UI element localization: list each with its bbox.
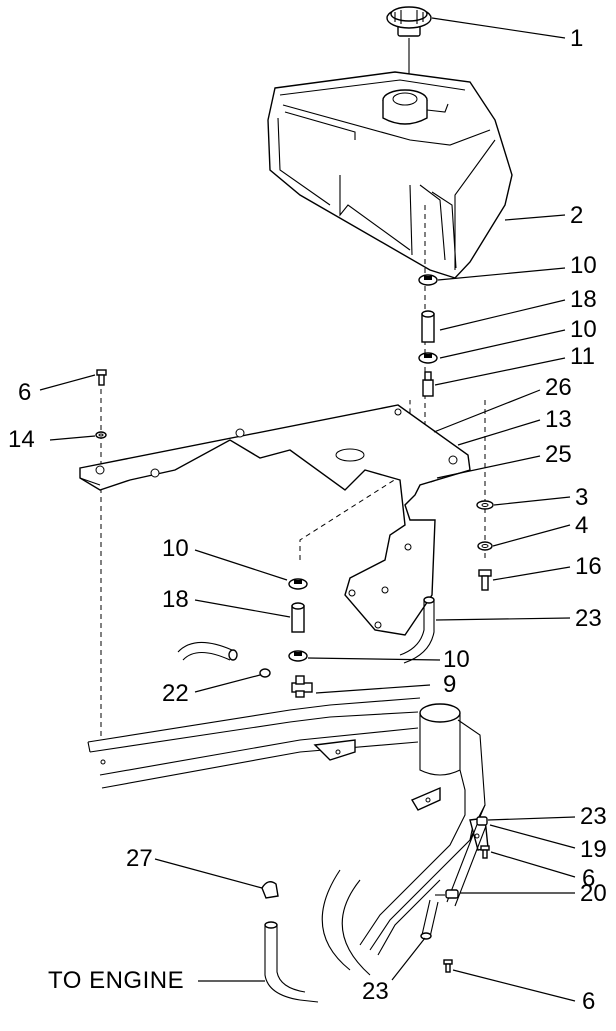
frame xyxy=(87,697,489,976)
callout-2: 2 xyxy=(570,202,584,229)
callout-22: 22 xyxy=(162,680,189,707)
fuel-line-23-upper xyxy=(399,596,435,664)
tee-fitting-9 xyxy=(291,675,313,698)
bolt-6-upper xyxy=(480,845,490,859)
callout-19: 19 xyxy=(580,836,607,863)
clip-20 xyxy=(445,889,459,899)
callout-9: 9 xyxy=(443,671,457,698)
clip-19 xyxy=(476,816,488,826)
hose-clamp-middle xyxy=(418,352,438,364)
callout-16: 16 xyxy=(575,553,602,580)
fuel-hose-lower xyxy=(291,602,305,633)
callout-23: 23 xyxy=(575,605,602,632)
vent-hose xyxy=(177,641,238,661)
callout-6: 6 xyxy=(582,865,596,892)
fuel-line-to-engine xyxy=(264,921,319,1003)
hose-clamp-lower-a xyxy=(288,578,308,590)
washer-14 xyxy=(95,431,107,439)
callout-10: 10 xyxy=(162,535,189,562)
callout-6: 6 xyxy=(18,379,32,406)
bolt-16 xyxy=(478,569,492,591)
callout-10: 10 xyxy=(570,252,597,279)
callout-1: 1 xyxy=(570,25,584,52)
callout-10: 10 xyxy=(443,646,470,673)
callout-25: 25 xyxy=(545,441,572,468)
hose-clamp-lower-b xyxy=(288,650,308,662)
tank-bracket xyxy=(79,404,471,636)
callout-20: 20 xyxy=(580,880,607,907)
bolt-6-lower xyxy=(443,959,453,973)
washer-3 xyxy=(476,500,494,510)
callout-23: 23 xyxy=(362,978,389,1005)
fuel-tank xyxy=(267,71,513,279)
callout-13: 13 xyxy=(545,406,572,433)
fuel-fitting xyxy=(422,371,434,397)
callout-18: 18 xyxy=(162,586,189,613)
to-engine-label: TO ENGINE xyxy=(48,967,185,994)
callout-26: 26 xyxy=(545,374,572,401)
fuel-hose-upper xyxy=(421,310,435,343)
callout-4: 4 xyxy=(575,512,589,539)
plug-22 xyxy=(259,668,271,678)
callout-14: 14 xyxy=(8,426,35,453)
callout-18: 18 xyxy=(570,286,597,313)
fuel-line-23-lower xyxy=(420,894,445,940)
bolt-6-left xyxy=(96,369,107,386)
callout-27: 27 xyxy=(126,845,153,872)
hose-clamp-upper xyxy=(418,274,438,286)
callout-11: 11 xyxy=(570,343,595,370)
clamp-27 xyxy=(261,881,279,899)
callout-6: 6 xyxy=(582,988,596,1015)
callout-10: 10 xyxy=(570,316,597,343)
leader-lines xyxy=(39,17,576,1002)
callout-23: 23 xyxy=(580,803,607,830)
callout-3: 3 xyxy=(575,484,589,511)
fuel-cap xyxy=(386,6,432,37)
washer-4 xyxy=(477,541,493,551)
